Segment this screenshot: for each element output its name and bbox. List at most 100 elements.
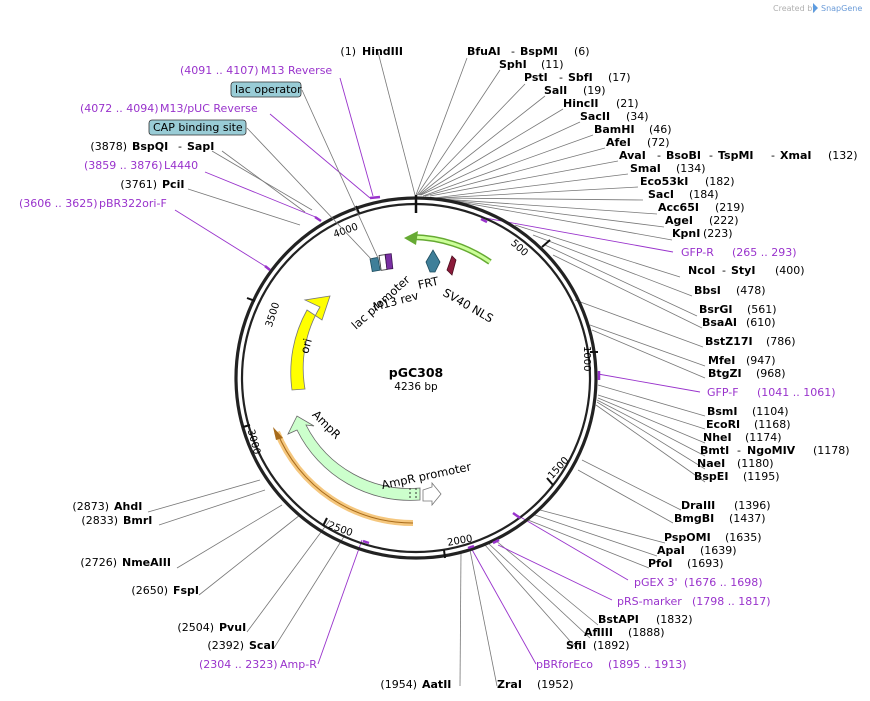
site-sfii[interactable]: SfiI (566, 639, 586, 652)
boxed-lac-operator[interactable]: lac operator (230, 81, 302, 98)
site-eco53ki[interactable]: Eco53kI (640, 175, 688, 188)
site-nmeaiii[interactable]: NmeAIII (122, 556, 171, 569)
site-styi[interactable]: StyI (731, 264, 755, 277)
site-bbsi[interactable]: BbsI (694, 284, 721, 297)
site-pfoi[interactable]: PfoI (648, 557, 673, 570)
site-smai[interactable]: SmaI (630, 162, 661, 175)
site-kpni[interactable]: KpnI (672, 227, 700, 240)
site-bamhi[interactable]: BamHI (594, 123, 635, 136)
primer-range: (4072 .. 4094) (80, 102, 159, 115)
primer-m13-reverse[interactable]: M13 Reverse (261, 64, 332, 77)
site-hindiii[interactable]: HindIII (362, 45, 403, 58)
primer-l4440[interactable]: L4440 (164, 159, 198, 172)
site-afei[interactable]: AfeI (606, 136, 631, 149)
primer-prs-marker[interactable]: pRS-marker (617, 595, 682, 608)
feature-lac-cluster[interactable] (369, 253, 394, 273)
primer-pbrforeco[interactable]: pBRforEco (536, 658, 593, 671)
site-pos: (19) (583, 84, 606, 97)
site-hincii[interactable]: HincII (563, 97, 599, 110)
site-apai[interactable]: ApaI (657, 544, 685, 557)
feature-ori[interactable] (290, 295, 331, 391)
site-sphi[interactable]: SphI (499, 58, 527, 71)
right-sites: BfuAI - BspMI (6) SphI (11) PstI - SbfI … (467, 45, 858, 691)
site-bsrgi[interactable]: BsrGI (699, 303, 732, 316)
site-pspomi[interactable]: PspOMI (664, 531, 711, 544)
site-bsmi[interactable]: BsmI (707, 405, 738, 418)
site-pos: (1888) (628, 626, 665, 639)
site-scai[interactable]: ScaI (249, 639, 275, 652)
site-pos: (2726) (80, 556, 117, 569)
site-sali[interactable]: SalI (544, 84, 567, 97)
site-ahdi[interactable]: AhdI (114, 500, 142, 513)
site-pvui[interactable]: PvuI (219, 621, 246, 634)
site-pos: (3761) (120, 178, 157, 191)
site-mfei[interactable]: MfeI (708, 354, 735, 367)
tick-1000: 1000 (581, 346, 592, 371)
site-fspi[interactable]: FspI (173, 584, 199, 597)
site-bspqi[interactable]: BspQI (132, 140, 168, 153)
site-bmri[interactable]: BmrI (123, 514, 152, 527)
site-pos: (2392) (207, 639, 244, 652)
site-psti[interactable]: PstI (524, 71, 548, 84)
site-bsobi[interactable]: BsoBI (666, 149, 701, 162)
label-sv40-nls: SV40 NLS (441, 285, 496, 325)
site-pos: (610) (746, 316, 776, 329)
site-pos: (2873) (72, 500, 109, 513)
site-xmai[interactable]: XmaI (780, 149, 811, 162)
feature-sv40-nls[interactable] (446, 255, 457, 276)
site-nhei[interactable]: NheI (703, 431, 732, 444)
boxed-cap-binding-site[interactable]: CAP binding site (148, 119, 247, 136)
site-bspei[interactable]: BspEI (694, 470, 728, 483)
site-bstapi[interactable]: BstAPI (598, 613, 639, 626)
site-sacii[interactable]: SacII (580, 110, 610, 123)
site-bsaai[interactable]: BsaAI (702, 316, 737, 329)
primer-m13-puc-reverse[interactable]: M13/pUC Reverse (160, 102, 258, 115)
site-btgzi[interactable]: BtgZI (708, 367, 742, 380)
feature-sv40-arc[interactable] (404, 231, 492, 265)
site-ecori[interactable]: EcoRI (706, 418, 740, 431)
site-tspmi[interactable]: TspMI (718, 149, 754, 162)
site-sbfi[interactable]: SbfI (568, 71, 593, 84)
primer-pbr322ori-f[interactable]: pBR322ori-F (99, 197, 167, 210)
tick-mark-2000 (443, 549, 446, 559)
site-bmti[interactable]: BmtI (700, 444, 729, 457)
feature-ampr-promoter[interactable] (422, 481, 442, 507)
site-afliii[interactable]: AflIII (584, 626, 613, 639)
site-saci[interactable]: SacI (648, 188, 674, 201)
primer-range: (3606 .. 3625) (19, 197, 98, 210)
site-dash: - (178, 140, 182, 153)
primer-range: (1798 .. 1817) (692, 595, 771, 608)
primer-amp-r[interactable]: Amp-R (280, 658, 317, 671)
primer-pgex-3[interactable]: pGEX 3' (634, 576, 678, 589)
site-avai[interactable]: AvaI (619, 149, 646, 162)
site-ncoi[interactable]: NcoI (688, 264, 715, 277)
site-pcii[interactable]: PciI (162, 178, 184, 191)
site-pos: (17) (608, 71, 631, 84)
site-zrai[interactable]: ZraI (497, 678, 522, 691)
site-bmgbi[interactable]: BmgBI (674, 512, 714, 525)
primer-range: (2304 .. 2323) (199, 658, 278, 671)
feature-frt[interactable] (425, 249, 441, 273)
site-dash: - (559, 71, 563, 84)
site-pos: (1892) (593, 639, 630, 652)
site-naei[interactable]: NaeI (697, 457, 725, 470)
site-pos: (3878) (90, 140, 127, 153)
site-bspmi[interactable]: BspMI (520, 45, 558, 58)
site-bfuai[interactable]: BfuAI (467, 45, 501, 58)
site-pos: (1174) (745, 431, 782, 444)
site-acc65i[interactable]: Acc65I (658, 201, 699, 214)
tick-mark-1500 (546, 477, 554, 486)
site-ngomiv[interactable]: NgoMIV (747, 444, 796, 457)
primer-gfp-r[interactable]: GFP-R (681, 246, 714, 259)
snapgene-credit: Created by SnapGene (773, 3, 862, 13)
site-bstz17i[interactable]: BstZ17I (705, 335, 753, 348)
site-pos: (21) (616, 97, 639, 110)
site-draiii[interactable]: DraIII (681, 499, 715, 512)
feature-ampr[interactable] (287, 415, 421, 501)
site-dash: - (511, 45, 515, 58)
site-agei[interactable]: AgeI (665, 214, 693, 227)
label-ori: ori (297, 337, 314, 355)
site-sapi[interactable]: SapI (187, 140, 214, 153)
primer-gfp-f[interactable]: GFP-F (707, 386, 739, 399)
site-aatii[interactable]: AatII (422, 678, 451, 691)
